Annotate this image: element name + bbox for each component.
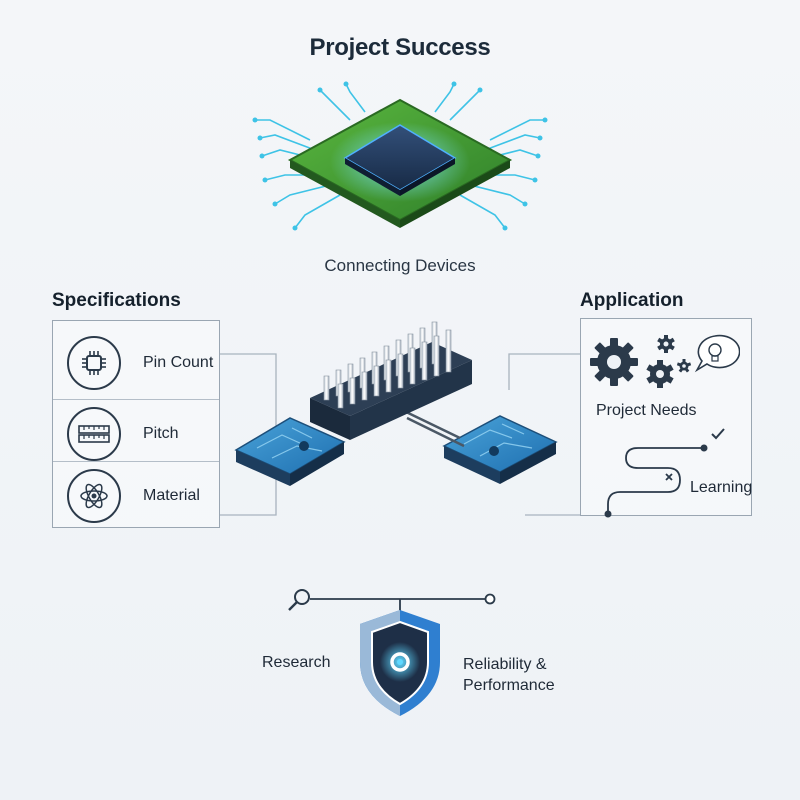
- ruler-icon: [67, 407, 121, 461]
- spec-label: Pitch: [143, 425, 179, 442]
- research-reliability-bar: [288, 589, 496, 615]
- lightbulb-speech-icon: [694, 334, 740, 373]
- project-needs-label: Project Needs: [596, 402, 697, 419]
- application-connector-lines: [508, 353, 580, 516]
- specifications-heading: Specifications: [52, 290, 181, 311]
- gears-and-idea-icon: [590, 334, 740, 388]
- learning-path-graphic: [604, 428, 725, 518]
- spec-label: Pin Count: [143, 354, 214, 371]
- spec-item-pin-count: Pin Count: [53, 329, 219, 397]
- endpoint-node: [484, 593, 496, 605]
- reliability-performance-label: Reliability & Performance: [463, 656, 555, 694]
- spec-item-pitch: Pitch: [53, 399, 219, 468]
- spec-item-material: Material: [53, 461, 219, 530]
- path-node: [604, 510, 612, 518]
- left-device-module: [234, 417, 346, 486]
- checkmark-icon: [711, 428, 725, 440]
- shield-icon: [360, 610, 440, 716]
- micro-gear-icon: [676, 359, 692, 373]
- pin-header: [310, 321, 472, 440]
- research-label: Research: [262, 654, 331, 671]
- large-gear-icon: [590, 338, 638, 386]
- right-device-module: [442, 415, 558, 484]
- spec-label: Material: [143, 487, 200, 504]
- application-heading: Application: [580, 290, 684, 311]
- page-title: Project Success: [309, 34, 491, 61]
- magnifier-icon: [288, 589, 310, 611]
- cross-mark-icon: [665, 473, 673, 481]
- pcb-chip-illustration: [252, 81, 548, 231]
- tiny-gear-icon: [657, 335, 675, 353]
- specifications-panel: Pin Count Pitch: [52, 320, 220, 528]
- connecting-devices-label: Connecting Devices: [324, 256, 476, 275]
- atom-icon: [67, 469, 121, 523]
- path-node: [700, 444, 708, 452]
- chip-icon: [67, 336, 121, 390]
- small-gear-icon: [646, 360, 674, 388]
- pin-header-connector-illustration: [234, 321, 558, 486]
- learning-label: Learning: [690, 479, 753, 496]
